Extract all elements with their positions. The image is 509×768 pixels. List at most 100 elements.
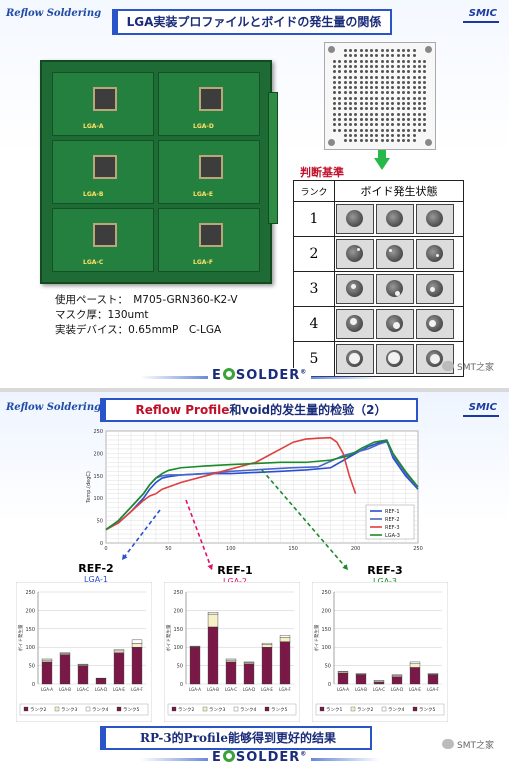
y-tick-label: 150 [25, 627, 35, 633]
bga-ball [396, 49, 400, 52]
rank-cell: 1 [293, 201, 335, 237]
conclusion-box: RP-3的Profile能够得到更好的结果 [100, 726, 372, 750]
void-spot [436, 254, 439, 257]
bga-ball [359, 133, 363, 137]
bga-ball [423, 102, 427, 105]
y-tick-label: 150 [321, 627, 331, 633]
bga-ball [412, 107, 416, 111]
slide-title-en: Reflow Profile [135, 403, 230, 417]
bga-ball [333, 75, 336, 79]
bga-ball [423, 96, 427, 100]
bga-ball [375, 54, 379, 58]
y-tick-label: 100 [173, 645, 183, 651]
bga-ball [343, 123, 347, 127]
bga-ball [359, 54, 363, 58]
bga-ball [401, 64, 405, 68]
lga-chip [199, 155, 223, 179]
bga-ball [396, 91, 400, 95]
bar-segment [373, 681, 385, 685]
pcb-label: LGA-D [193, 123, 214, 130]
bga-ball [412, 75, 416, 79]
table-row: 2 [293, 236, 464, 272]
void-xray-image [336, 344, 374, 374]
bga-ball [343, 64, 347, 68]
info-paste: 使用ペースト： M705-GRN360-K2-V [55, 294, 238, 306]
bga-ball [359, 128, 363, 132]
x-tick-label: LGA-D [391, 687, 404, 692]
bga-ball [417, 107, 421, 111]
void-xray-image [336, 309, 374, 339]
lga-chip [93, 223, 117, 247]
bga-ball [386, 86, 389, 90]
y-tick-label: 0 [180, 682, 183, 688]
legend-label: ランク4 [240, 707, 256, 713]
y-axis-label: ボイド発生量 [17, 624, 24, 651]
bga-ball [338, 112, 342, 116]
bga-ball [386, 96, 389, 100]
bar-segment [225, 661, 237, 685]
bga-ball [375, 133, 379, 137]
chart-frame [164, 582, 300, 722]
legend-label: ランク5 [271, 707, 287, 713]
legend-swatch [350, 706, 356, 712]
legend-label: LGA-3 [385, 533, 400, 539]
bga-ball [417, 117, 421, 121]
callout-arrowhead [122, 554, 128, 560]
bga-ball [396, 112, 400, 116]
bga-ball [364, 96, 368, 100]
bar-segment [207, 626, 219, 685]
bar-segment [243, 663, 255, 685]
legend-swatch [23, 706, 29, 712]
bga-ball [391, 107, 395, 111]
bar-segment [189, 646, 201, 685]
pcb-photo: LGA-A LGA-D LGA-B LGA-E LGA-C LGA-F [40, 60, 278, 284]
bga-ball [338, 64, 342, 68]
legend-swatch [116, 706, 122, 712]
bga-ball [348, 117, 352, 121]
y-tick-label: 100 [93, 496, 103, 502]
bga-ball [354, 128, 358, 132]
bga-ball [370, 117, 374, 121]
bga-ball [391, 64, 395, 68]
bga-ball [407, 70, 411, 74]
bga-ball [370, 49, 374, 52]
lga-chip [199, 223, 223, 247]
pcb-cell: LGA-A [52, 72, 154, 136]
bga-ball [370, 133, 374, 137]
bga-ball [338, 70, 342, 74]
bar-segment [113, 650, 125, 653]
bga-ball [412, 133, 416, 137]
bga-ball [386, 75, 389, 79]
y-tick-label: 50 [177, 664, 183, 670]
bga-ball [412, 49, 416, 52]
bga-ball [370, 75, 374, 79]
bga-ball [343, 139, 347, 143]
bga-ball [343, 80, 347, 84]
bga-ball [412, 123, 416, 127]
bga-ball [391, 70, 395, 74]
bga-ball [386, 112, 389, 116]
bga-ball [348, 102, 352, 105]
callout-arrowhead [342, 564, 348, 570]
bar-segment [131, 646, 143, 685]
legend-label: REF-3 [385, 525, 400, 531]
chart-frame [312, 582, 448, 722]
bga-ball [333, 70, 336, 74]
bga-ball [380, 128, 384, 132]
legend-box [315, 703, 445, 716]
bga-ball [343, 133, 347, 137]
rank-cell: 3 [293, 271, 335, 307]
legend-label: ランク2 [357, 707, 373, 713]
bga-ball [396, 123, 400, 127]
x-tick-label: LGA-C [373, 687, 385, 692]
bga-ball [412, 86, 416, 90]
bga-ball [333, 86, 336, 90]
bga-ball [359, 64, 363, 68]
bga-ball [364, 107, 368, 111]
bga-ball [412, 128, 416, 132]
bar-segment [355, 674, 367, 685]
bga-ball [401, 96, 405, 100]
